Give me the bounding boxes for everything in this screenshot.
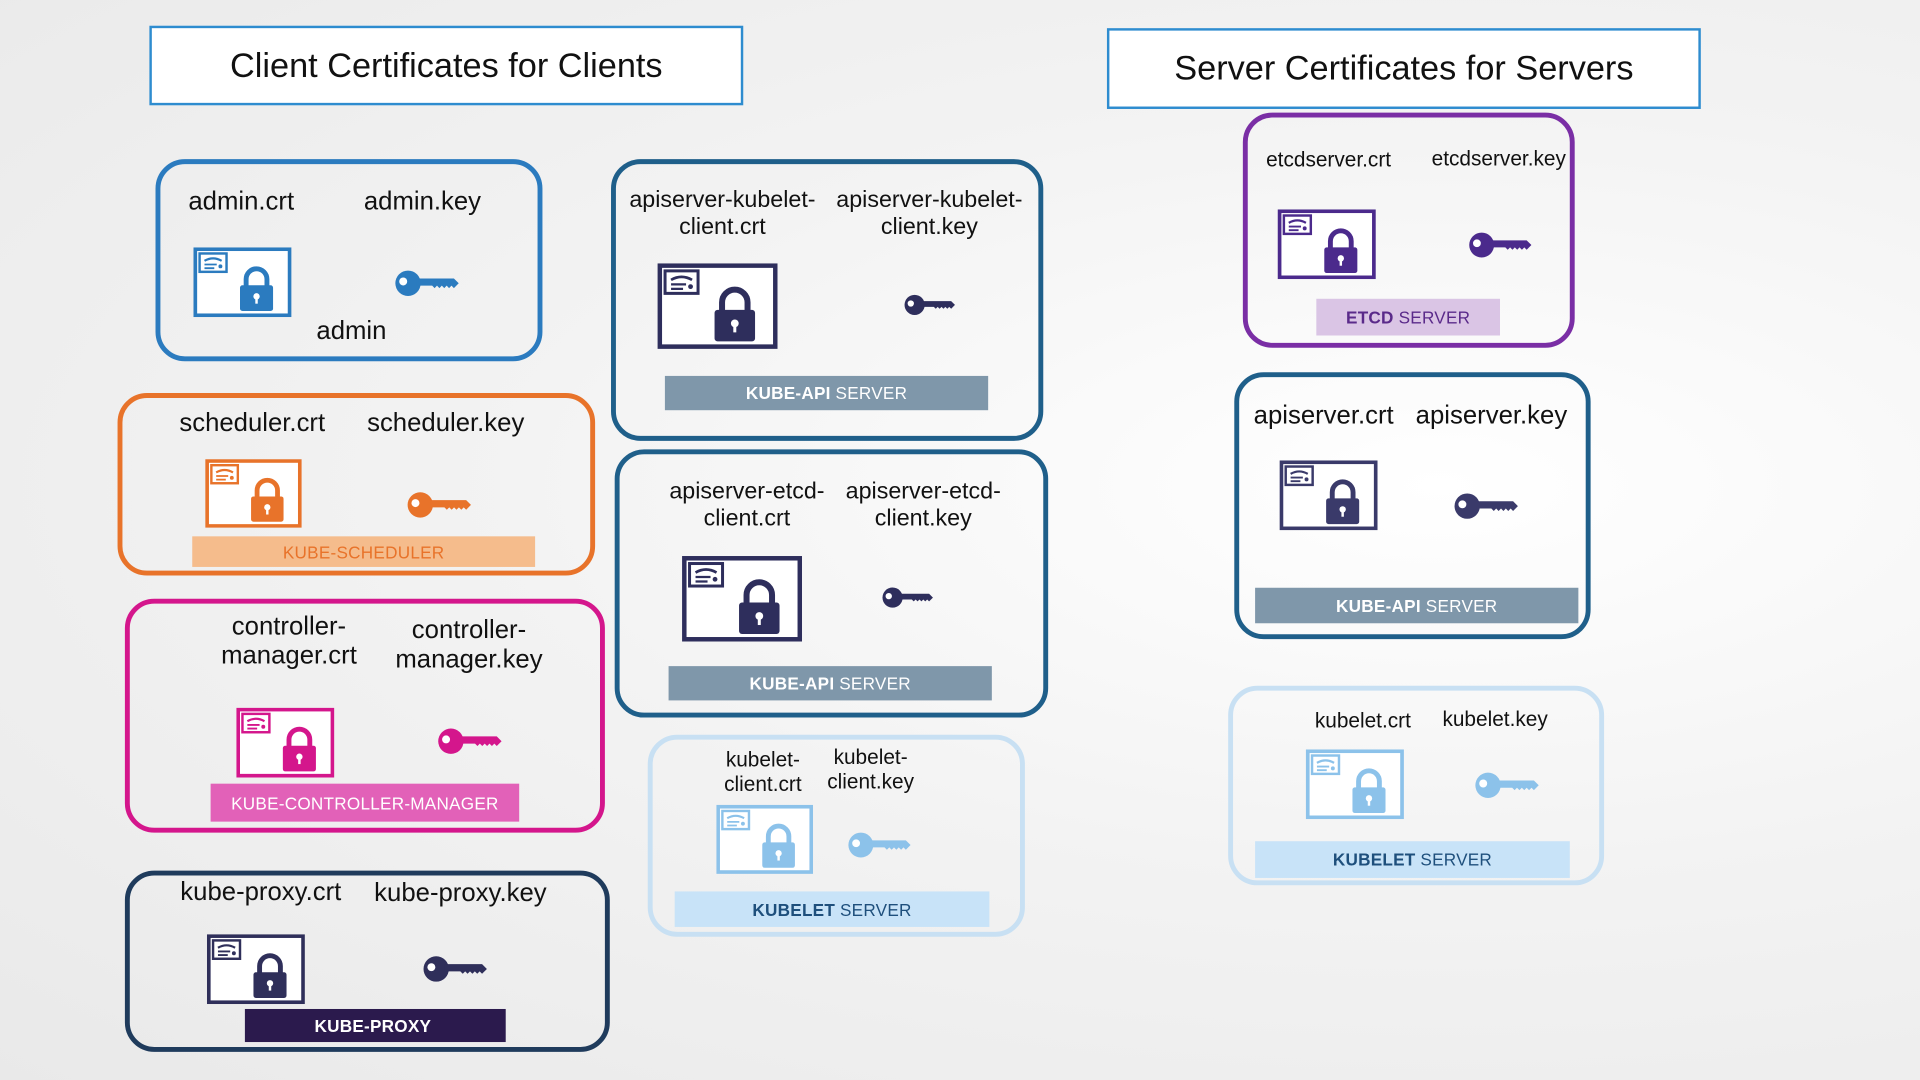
crt-filename-label: apiserver-etcd- client.crt xyxy=(669,478,825,532)
panel-kubelet-client xyxy=(647,734,1025,937)
certificate-icon xyxy=(1279,460,1378,536)
banner-text: SERVER xyxy=(1420,849,1493,870)
certificate-icon xyxy=(193,247,292,323)
key-filename-label: etcdserver.key xyxy=(1431,146,1566,171)
component-banner: KUBE-CONTROLLER-MANAGER xyxy=(210,783,520,822)
banner-bold-text: KUBE-API xyxy=(749,673,835,694)
component-banner: KUBE-PROXY xyxy=(244,1008,506,1043)
panel-scheduler xyxy=(117,393,596,576)
panel-kubelet xyxy=(1228,685,1605,886)
key-icon xyxy=(394,269,460,303)
key-filename-label: apiserver.key xyxy=(1415,401,1568,430)
key-filename-label: kubelet.key xyxy=(1442,707,1548,732)
banner-text: SERVER xyxy=(839,673,911,694)
banner-text: KUBE-CONTROLLER-MANAGER xyxy=(231,792,499,813)
panel-apiserver xyxy=(1234,372,1591,640)
key-filename-label: kube-proxy.key xyxy=(374,879,547,908)
key-icon xyxy=(1474,771,1540,805)
panel-admin xyxy=(155,159,543,362)
crt-filename-label: apiserver-kubelet- client.crt xyxy=(629,187,816,240)
banner-bold-text: KUBE-PROXY xyxy=(314,1015,432,1036)
banner-text: KUBE-SCHEDULER xyxy=(282,541,445,562)
key-icon xyxy=(437,727,503,761)
certificate-icon xyxy=(657,263,778,355)
banner-text: SERVER xyxy=(1425,595,1498,616)
certificate-icon xyxy=(1277,209,1376,285)
crt-filename-label: etcdserver.crt xyxy=(1266,148,1392,172)
key-filename-label: controller- manager.key xyxy=(395,615,543,674)
certificate-icon xyxy=(1305,749,1404,825)
crt-filename-label: admin.crt xyxy=(188,187,295,216)
banner-text: SERVER xyxy=(1398,307,1471,327)
key-filename-label: apiserver-etcd- client.key xyxy=(845,478,1001,532)
banner-bold-text: KUBELET xyxy=(752,899,836,919)
banner-bold-text: KUBELET xyxy=(1332,849,1416,870)
panel-etcdserver xyxy=(1242,112,1575,348)
key-filename-label: kubelet- client.key xyxy=(827,745,915,793)
certificate-icon xyxy=(204,459,302,534)
certificate-icon xyxy=(716,804,814,880)
banner-bold-text: ETCD xyxy=(1346,307,1394,327)
certificate-icon xyxy=(206,934,305,1010)
crt-filename-label: controller- manager.crt xyxy=(221,612,357,670)
key-icon xyxy=(904,294,957,322)
key-icon xyxy=(882,587,935,615)
banner-bold-text: KUBE-API xyxy=(1336,595,1421,616)
key-icon xyxy=(407,491,473,525)
key-icon xyxy=(847,831,912,864)
client-name-label: admin xyxy=(316,317,387,346)
crt-filename-label: kubelet- client.crt xyxy=(724,748,802,796)
banner-bold-text: KUBE-API xyxy=(745,383,831,403)
crt-filename-label: scheduler.crt xyxy=(179,408,326,438)
key-icon xyxy=(422,955,488,989)
panel-controller-manager xyxy=(124,598,605,833)
certificate-icon xyxy=(682,556,803,648)
key-icon xyxy=(1468,231,1533,264)
panel-apiserver-etcd-client xyxy=(614,449,1049,718)
component-banner: KUBE-SCHEDULER xyxy=(192,536,536,567)
key-filename-label: admin.key xyxy=(363,187,482,216)
panel-kube-proxy xyxy=(124,870,610,1052)
key-filename-label: scheduler.key xyxy=(367,408,525,438)
banner-text: SERVER xyxy=(835,383,908,403)
crt-filename-label: kube-proxy.crt xyxy=(180,877,342,907)
client-certificates-title: Client Certificates for Clients xyxy=(149,25,744,106)
server-certificates-title: Server Certificates for Servers xyxy=(1106,28,1701,109)
crt-filename-label: kubelet.crt xyxy=(1314,708,1411,733)
banner-text: SERVER xyxy=(839,899,912,919)
crt-filename-label: apiserver.crt xyxy=(1253,401,1394,430)
certificate-icon xyxy=(236,707,335,784)
key-icon xyxy=(1453,492,1519,526)
panel-apiserver-kubelet-client xyxy=(611,159,1044,441)
key-filename-label: apiserver-kubelet- client.key xyxy=(836,187,1023,240)
